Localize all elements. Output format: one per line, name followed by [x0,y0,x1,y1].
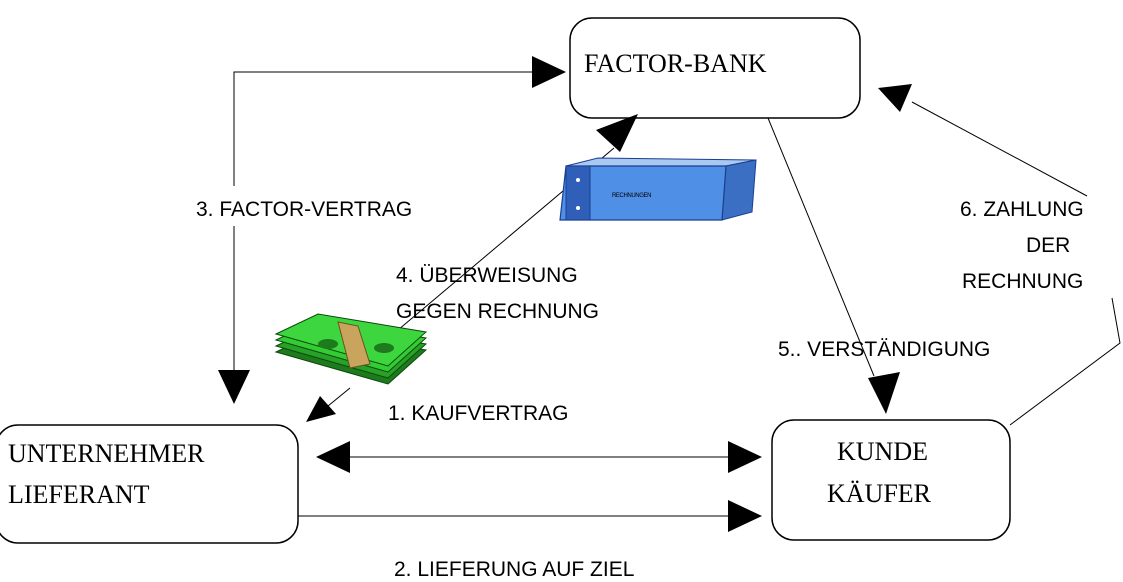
kunde-node[interactable]: KUNDE KÄUFER [771,419,1011,541]
factor-vertrag-label-bg [180,186,498,226]
money-seal-left [318,339,338,349]
binder-spine [565,165,591,221]
zahlung-label-line1: 6. ZAHLUNG [960,198,1084,221]
unternehmer-label-line1: UNTERNEHMER [8,439,205,468]
binder-front [559,165,727,221]
unternehmer-label-line2: LIEFERANT [8,480,150,509]
factor-vertrag-arrowhead-right [532,56,566,88]
invoice-binder-icon: RECHNUNGEN [559,157,757,221]
kaufvertrag-label: 1. KAUFVERTRAG [388,402,569,425]
kaufvertrag-arrowhead-right [728,441,762,473]
verstaendigung-label: 5.. VERSTÄNDIGUNG [778,338,990,361]
binder-top [565,157,757,167]
factor-vertrag-arrowhead-down [218,370,250,404]
lieferung-label: 2. LIEFERUNG AUF ZIEL [394,558,634,581]
money-band [337,321,371,369]
zahlung-label-line3: RECHNUNG [962,270,1083,293]
kunde-label-line2: KÄUFER [827,479,932,508]
zahlung-label-line2: DER [1026,234,1070,257]
edge-lieferung: 2. LIEFERUNG AUF ZIEL [298,500,762,581]
ueberweisung-label-line2: GEGEN RECHNUNG [396,300,599,323]
zahlung-arrowhead [878,84,912,112]
ueberweisung-line-to-unternehmer [327,387,351,407]
zahlung-line-top [911,101,1088,197]
money-stack-icon [274,313,428,385]
factor-bank-box[interactable] [569,17,861,119]
edge-zahlung: 6. ZAHLUNG DER RECHNUNG [878,84,1121,426]
binder-label: RECHNUNGEN [612,193,651,199]
binder-side [721,159,757,221]
binder-ring-top [576,178,580,182]
binder-ring-bottom [576,206,580,210]
edge-ueberweisung: 4. ÜBERWEISUNG GEGEN RECHNUNG [306,114,638,422]
kaufvertrag-arrowhead-left [316,441,350,473]
edge-verstaendigung: 5.. VERSTÄNDIGUNG [767,117,990,414]
kunde-label-line1: KUNDE [837,437,928,466]
ueberweisung-label-line1: 4. ÜBERWEISUNG [396,264,578,287]
unternehmer-box[interactable] [0,424,299,544]
unternehmer-node[interactable]: UNTERNEHMER LIEFERANT [0,424,299,544]
verstaendigung-arrowhead [868,372,900,414]
factor-bank-node[interactable]: FACTOR-BANK [569,17,861,119]
ueberweisung-arrowhead-bank [596,114,638,152]
factor-bank-label: FACTOR-BANK [584,49,767,78]
edge-factor-vertrag: 3. FACTOR-VERTRAG [180,56,566,404]
lieferung-arrowhead [728,500,762,532]
ueberweisung-arrowhead-unternehmer [306,396,336,422]
verstaendigung-line [767,117,875,377]
factor-vertrag-label: 3. FACTOR-VERTRAG [196,198,412,221]
zahlung-line-bottom [1009,297,1121,426]
money-seal-right [374,343,394,353]
kunde-box[interactable] [771,419,1011,541]
factor-vertrag-line [233,71,532,370]
edge-kaufvertrag: 1. KAUFVERTRAG [316,402,762,473]
